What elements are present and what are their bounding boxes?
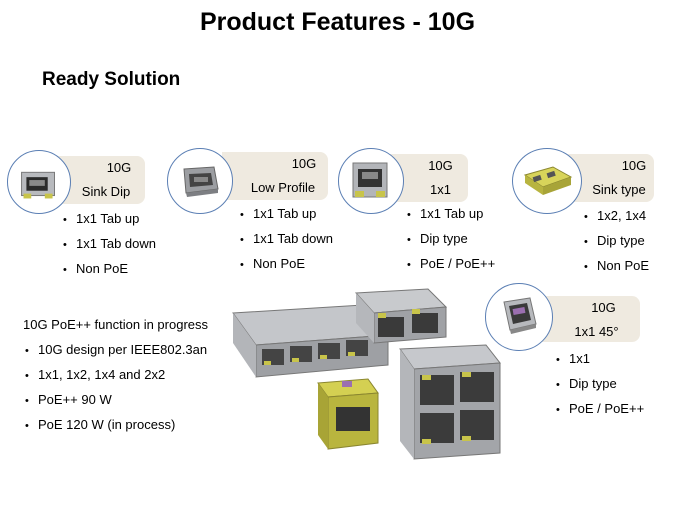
feature-item: Non PoE bbox=[584, 253, 649, 278]
feature-item: PoE / PoE++ bbox=[407, 251, 495, 276]
poe-item: 1x1, 1x2, 1x4 and 2x2 bbox=[25, 362, 207, 387]
product-label-line2: Sink Dip bbox=[81, 184, 131, 199]
feature-item: 1x1 Tab up bbox=[63, 206, 156, 231]
feature-item: 1x1 bbox=[556, 346, 644, 371]
poe-item: PoE 120 W (in process) bbox=[25, 412, 207, 437]
feature-item: 1x1 Tab down bbox=[240, 226, 333, 251]
features-low-profile: 1x1 Tab up 1x1 Tab down Non PoE bbox=[240, 201, 333, 276]
features-1x1: 1x1 Tab up Dip type PoE / PoE++ bbox=[407, 201, 495, 276]
page-subtitle: Ready Solution bbox=[42, 69, 181, 90]
product-label-line2: Low Profile bbox=[250, 180, 316, 195]
feature-item: 1x1 Tab up bbox=[407, 201, 495, 226]
feature-item: 1x1 Tab up bbox=[240, 201, 333, 226]
product-label-line1: 10G bbox=[591, 300, 616, 315]
feature-item: Dip type bbox=[584, 228, 649, 253]
product-label-line2: 1x1 bbox=[430, 182, 451, 197]
features-sink-type: 1x2, 1x4 Dip type Non PoE bbox=[584, 203, 649, 278]
poe-item: PoE++ 90 W bbox=[25, 387, 207, 412]
feature-item: Non PoE bbox=[240, 251, 333, 276]
connector-1x2 bbox=[354, 288, 448, 344]
page-title: Product Features - 10G bbox=[199, 8, 476, 36]
product-image-1x1-45 bbox=[485, 283, 553, 351]
connector-cluster-image bbox=[228, 283, 518, 463]
product-image-low-profile bbox=[167, 148, 233, 214]
feature-item: PoE / PoE++ bbox=[556, 396, 644, 421]
product-label-line1: 10G bbox=[291, 156, 317, 171]
product-image-sink-type bbox=[512, 148, 582, 214]
connector-yellow-1x1 bbox=[317, 378, 379, 450]
poe-item: 10G design per IEEE802.3an bbox=[25, 337, 207, 362]
product-label-line2: Sink type bbox=[592, 182, 646, 197]
product-image-1x1 bbox=[338, 148, 404, 214]
feature-item: Non PoE bbox=[63, 256, 156, 281]
product-label-line2: 1x1 45° bbox=[574, 324, 619, 339]
feature-item: 1x1 Tab down bbox=[63, 231, 156, 256]
features-1x1-45: 1x1 Dip type PoE / PoE++ bbox=[556, 346, 644, 421]
product-label-line1: 10G bbox=[428, 158, 453, 173]
feature-item: Dip type bbox=[556, 371, 644, 396]
product-label-line1: 10G bbox=[106, 160, 132, 175]
features-sink-dip: 1x1 Tab up 1x1 Tab down Non PoE bbox=[63, 206, 156, 281]
feature-item: Dip type bbox=[407, 226, 495, 251]
product-image-sink-dip bbox=[7, 150, 71, 214]
poe-heading: 10G PoE++ function in progress bbox=[23, 317, 209, 332]
poe-list: 10G design per IEEE802.3an 1x1, 1x2, 1x4… bbox=[25, 337, 207, 437]
product-label-low-profile: 10G Low Profile bbox=[222, 152, 328, 200]
feature-item: 1x2, 1x4 bbox=[584, 203, 649, 228]
connector-2x2 bbox=[399, 344, 501, 460]
product-label-line1: 10G bbox=[621, 158, 647, 173]
connector-1x4 bbox=[232, 304, 390, 378]
